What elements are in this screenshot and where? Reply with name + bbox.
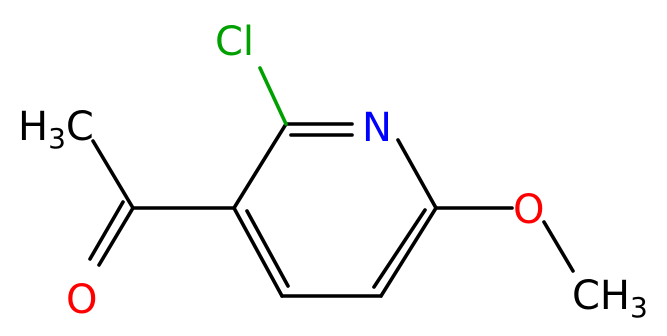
bond-c6-c5-double [372,208,427,289]
bond-n1-c6 [396,138,438,210]
bond-c4-c3 [232,206,284,298]
methyl-methoxy-label: CH3 [572,273,648,324]
bond-c3-c2 [232,122,288,210]
bond-c6-c5 [379,206,438,298]
bond-c4-c3-double [245,209,290,288]
bond-carbonyl-oxygen-double [88,200,125,261]
methyl-methoxy-ch: CH [572,273,630,319]
bond-carbonyl-methyl [91,139,135,210]
atom-nitrogen-label: N [362,105,392,151]
methyl-acetyl-c: C [66,104,94,150]
bond-c2-cl [258,66,288,126]
methyl-acetyl-label: H3C [18,104,94,155]
methyl-acetyl-h: H [18,104,48,150]
methyl-acetyl-subscript: 3 [48,122,66,155]
atom-oxygen-carbonyl-label: O [66,277,97,323]
bond-carbonyl-oxygen [97,206,135,267]
bond-o-methoxy-methyl [542,220,575,273]
atom-chlorine-label: Cl [215,19,254,65]
atom-oxygen-methoxy-label: O [513,187,544,233]
methyl-methoxy-subscript: 3 [630,291,648,324]
